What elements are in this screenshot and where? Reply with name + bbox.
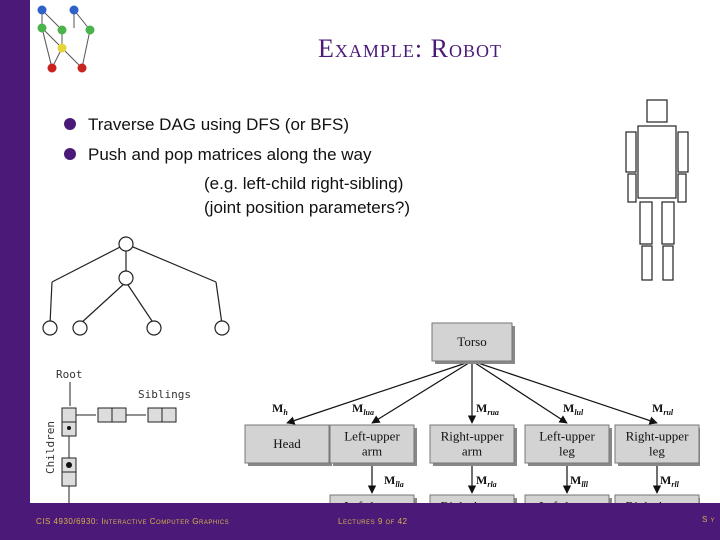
bullet-item: Push and pop matrices along the way xyxy=(62,142,410,172)
graph-node: Left-lowerarm xyxy=(329,494,417,504)
edge-label: Mh xyxy=(272,401,288,417)
bullet-subline: (e.g. left-child right-sibling) xyxy=(204,174,404,193)
left-sidebar-band xyxy=(0,0,30,540)
bullet-subline: (joint position parameters?) xyxy=(204,198,410,217)
bullet-list: Traverse DAG using DFS (or BFS) Push and… xyxy=(62,112,410,220)
graph-node: Right-lowerleg xyxy=(614,494,700,504)
footer-course-text: CIS 4930/6930: Interactive Computer Grap… xyxy=(36,517,230,526)
graph-node-label: Right-lowerleg xyxy=(626,499,689,504)
lcrs-children-label: Children xyxy=(44,421,57,474)
graph-node-root-label: Torso xyxy=(457,334,486,349)
footer-lecture-text: Lectures 9 of 42 xyxy=(338,517,408,526)
edge-label: Mlua xyxy=(352,401,374,417)
graph-node-label: Left-lowerarm xyxy=(344,499,400,504)
edge-label: Mrua xyxy=(476,401,499,417)
graph-node-label: Head xyxy=(273,436,301,451)
footer-right-text: S y xyxy=(702,515,716,524)
lcrs-siblings-label: Siblings xyxy=(138,388,191,401)
bullet-text: Push and pop matrices along the way xyxy=(88,145,372,164)
bullet-item: Traverse DAG using DFS (or BFS) xyxy=(62,112,410,142)
graph-node-label: Right-lowerarm xyxy=(441,499,504,504)
graph-node: Right-lowerarm xyxy=(429,494,517,504)
edge-label: Mrla xyxy=(476,473,497,489)
lcrs-root-label: Root xyxy=(56,368,83,381)
lcrs-diagram: Root Siblings Children xyxy=(44,368,191,503)
robot-figure xyxy=(625,99,689,281)
edge-label: Mrll xyxy=(660,473,680,489)
graph-node-label: Left-lowerleg xyxy=(539,499,595,504)
footer-bar: CIS 4930/6930: Interactive Computer Grap… xyxy=(0,503,720,540)
edge-label: Mlul xyxy=(563,401,584,417)
tree-diagram xyxy=(42,236,230,336)
graph-node-root: Torso xyxy=(431,322,515,364)
bullet-dot-icon xyxy=(64,148,76,160)
edge-label: Mrul xyxy=(652,401,674,417)
slide-title: Example: Robot xyxy=(318,34,502,63)
edge-label: Mlll xyxy=(570,473,589,489)
edge-label: Mlla xyxy=(384,473,404,489)
graph-node: Left-lowerleg xyxy=(524,494,612,504)
graph-node: Head xyxy=(244,424,332,466)
bullet-text: Traverse DAG using DFS (or BFS) xyxy=(88,115,350,134)
dag-logo-icon xyxy=(37,5,95,73)
bullet-dot-icon xyxy=(64,118,76,130)
